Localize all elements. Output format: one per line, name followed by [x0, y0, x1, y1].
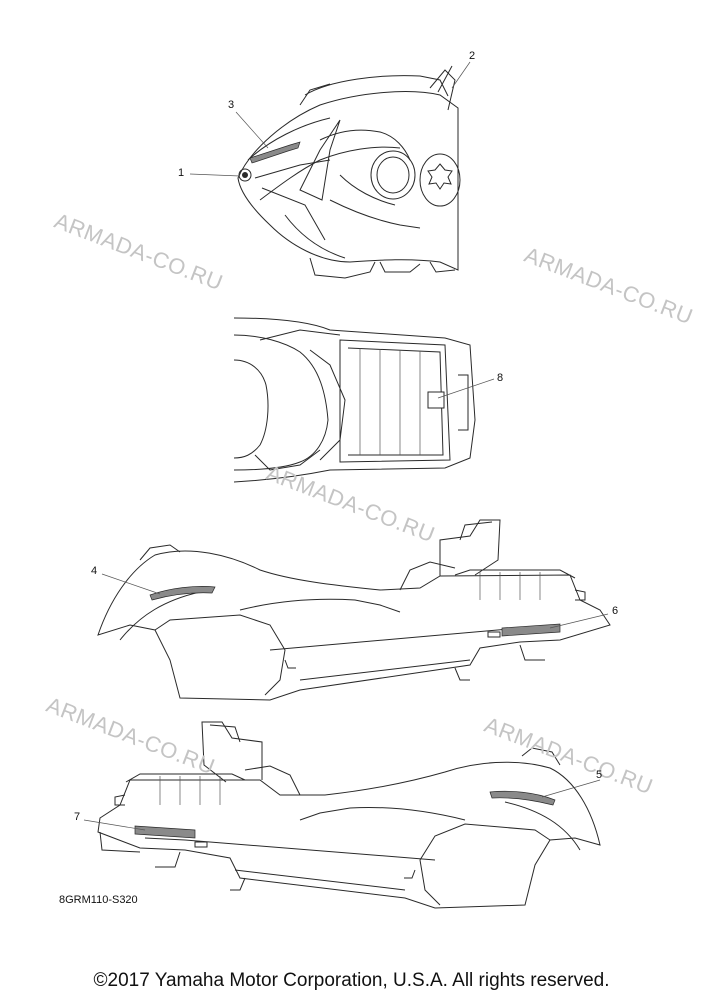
callout-1: 1	[178, 167, 185, 179]
callout-5: 5	[596, 769, 603, 781]
callout-8: 8	[497, 372, 504, 384]
callout-4: 4	[91, 565, 98, 577]
rear-rack-top-view	[233, 317, 476, 483]
callout-2: 2	[469, 50, 476, 62]
copyright-notice: ©2017 Yamaha Motor Corporation, U.S.A. A…	[93, 970, 610, 991]
callout-7: 7	[74, 811, 81, 823]
diagram-code: 8GRM110-S320	[59, 894, 138, 906]
callout-3: 3	[228, 99, 235, 111]
leader-lines	[83, 61, 609, 831]
callout-6: 6	[612, 605, 619, 617]
side-view-left	[97, 721, 601, 909]
hood-top-view	[237, 65, 461, 279]
side-view-right	[97, 519, 611, 701]
